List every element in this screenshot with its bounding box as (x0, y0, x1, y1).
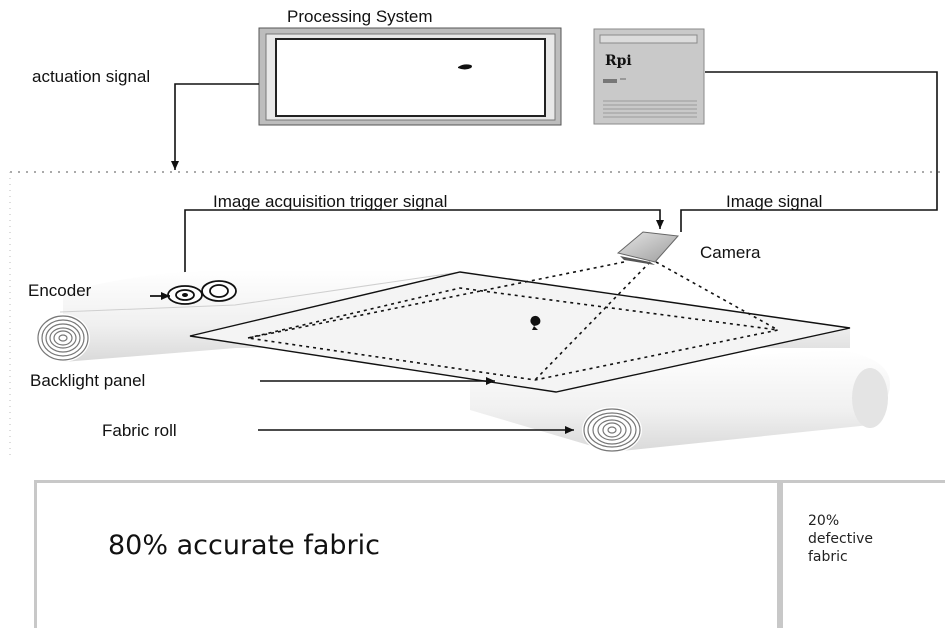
backlight-panel (189, 271, 851, 393)
defect-mark-icon (458, 64, 472, 70)
rpi-label: Rpi (605, 53, 632, 69)
monitor (258, 27, 562, 126)
left-fabric-roll (36, 314, 90, 362)
defect-mark-icon (530, 315, 541, 330)
defective-fabric-box (780, 480, 945, 628)
fabric-inspection-diagram (9, 27, 945, 455)
accurate-fabric-box (34, 480, 780, 628)
trigger-signal-label: Image acquisition trigger signal (213, 192, 448, 211)
camera-icon (616, 231, 680, 265)
backlight-panel-label: Backlight panel (30, 371, 146, 390)
processing-system-label: Processing System (287, 7, 433, 26)
encoder-label: Encoder (28, 281, 92, 300)
camera-label: Camera (700, 243, 761, 262)
accurate-fabric-label: 80% accurate fabric (108, 530, 381, 561)
image-signal-label: Image signal (726, 192, 823, 211)
rpi-computer (593, 28, 705, 125)
actuation-signal-label: actuation signal (32, 67, 151, 86)
camera-field-of-view (247, 261, 779, 381)
encoder-icon (167, 280, 237, 305)
defective-fabric-label: 20% defective fabric (808, 513, 874, 566)
fabric-roll-label: Fabric roll (102, 421, 177, 440)
right-fabric-roll (582, 407, 642, 453)
